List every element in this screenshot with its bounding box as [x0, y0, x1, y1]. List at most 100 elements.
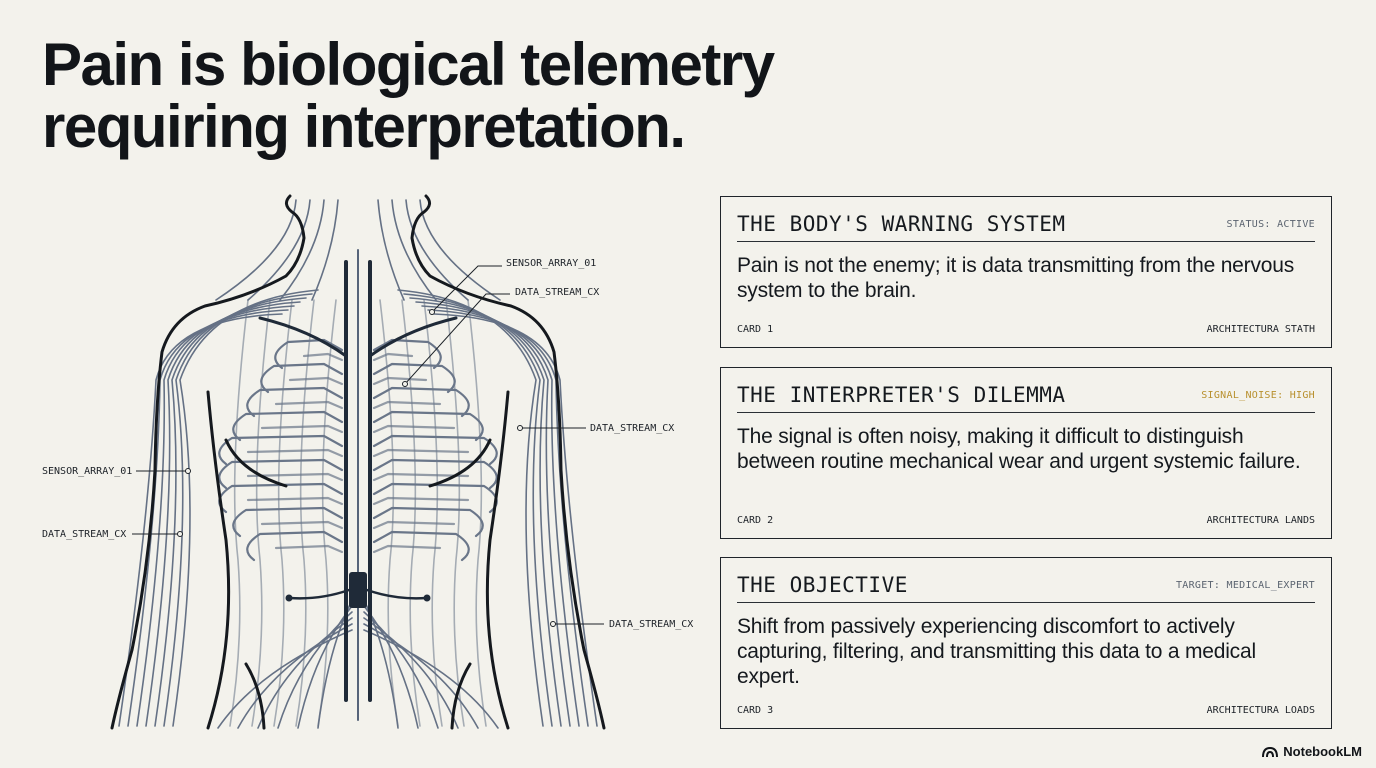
- card-body: Shift from passively experiencing discom…: [737, 615, 1256, 688]
- card-label: CARD 2: [737, 515, 774, 526]
- callout-label-5: DATA_STREAM_CX: [42, 529, 126, 540]
- card-footer-tag: ARCHITECTURA LOADS: [1206, 705, 1315, 716]
- arm-nerve: [415, 301, 571, 727]
- torso-nerve: [423, 299, 443, 727]
- torso-nerve: [467, 299, 487, 727]
- card-title: THE BODY'S WARNING SYSTEM: [737, 212, 1066, 236]
- neck-nerve: [419, 199, 501, 301]
- rib-inner: [260, 520, 344, 530]
- rib-inner: [372, 520, 456, 530]
- rib: [372, 434, 498, 466]
- card-body: Pain is not the enemy; it is data transm…: [737, 254, 1295, 302]
- arm-nerve: [118, 313, 283, 727]
- rib-inner: [372, 352, 414, 362]
- arm-nerve: [127, 309, 289, 727]
- rib-inner: [260, 424, 344, 434]
- nervous-system-figure: SENSOR_ARRAY_01 DATA_STREAM_CX DATA_STRE…: [0, 180, 710, 740]
- pelvic-nerve: [297, 605, 353, 729]
- card-footer-tag: ARCHITECTURA LANDS: [1206, 515, 1315, 526]
- pelvic-nerve: [363, 629, 499, 729]
- callout-label-3: DATA_STREAM_CX: [590, 423, 674, 434]
- card-label: CARD 3: [737, 705, 774, 716]
- callout-label-2: DATA_STREAM_CX: [515, 287, 599, 298]
- card-label: CARD 1: [737, 324, 774, 335]
- page-title: Pain is biological telemetry requiring i…: [42, 31, 775, 160]
- title-line-2: requiring interpretation.: [42, 93, 686, 160]
- torso-nerve: [401, 299, 421, 727]
- notebooklm-logo-icon: [1262, 746, 1279, 757]
- rib-inner: [372, 376, 428, 386]
- torso-nerve: [251, 299, 271, 727]
- card-footer: CARD 1 ARCHITECTURA STATH: [737, 324, 1315, 335]
- rib-inner: [246, 472, 344, 482]
- card-title: THE OBJECTIVE: [737, 573, 908, 597]
- body-outline: [110, 194, 606, 730]
- neck-nerve: [377, 199, 405, 301]
- status-badge: SIGNAL_NOISE: HIGH: [1201, 389, 1315, 401]
- rib: [232, 506, 344, 538]
- brand-watermark: NotebookLM: [1262, 744, 1362, 759]
- nerve-network: [118, 199, 598, 729]
- rib-inner: [372, 544, 442, 554]
- torso-nerve: [229, 299, 249, 727]
- callout-label-4: SENSOR_ARRAY_01: [42, 466, 132, 477]
- rib: [246, 530, 344, 562]
- rib: [218, 434, 344, 466]
- torso-nerve: [379, 299, 399, 727]
- card-body: The signal is often noisy, making it dif…: [737, 425, 1301, 473]
- arm-nerve: [433, 313, 598, 727]
- torso-nerve: [295, 299, 315, 727]
- card-objective: THE OBJECTIVE TARGET: MEDICAL_EXPERT Shi…: [720, 557, 1332, 729]
- torso-nerve: [317, 299, 337, 727]
- callout-label-1: SENSOR_ARRAY_01: [506, 258, 596, 269]
- neck-nerve: [215, 199, 297, 301]
- pelvic-nerve: [363, 605, 419, 729]
- pelvic-nerve: [257, 617, 353, 729]
- card-header: THE INTERPRETER'S DILEMMA SIGNAL_NOISE: …: [737, 378, 1315, 413]
- rib-inner: [288, 376, 344, 386]
- callouts: [132, 265, 604, 627]
- rib: [372, 458, 498, 490]
- rib-inner: [274, 544, 344, 554]
- arm-nerve: [421, 305, 580, 727]
- card-footer: CARD 2 ARCHITECTURA LANDS: [737, 515, 1315, 526]
- card-header: THE BODY'S WARNING SYSTEM STATUS: ACTIVE: [737, 207, 1315, 242]
- rib-inner: [372, 400, 442, 410]
- arm-nerve: [154, 297, 307, 727]
- rib-inner: [372, 424, 456, 434]
- rib: [372, 530, 470, 562]
- brand-name: NotebookLM: [1283, 744, 1362, 759]
- neck-nerve: [391, 199, 437, 301]
- rib-inner: [372, 496, 470, 506]
- rib-inner: [246, 448, 344, 458]
- status-badge: TARGET: MEDICAL_EXPERT: [1175, 579, 1315, 591]
- card-title: THE INTERPRETER'S DILEMMA: [737, 383, 1066, 407]
- rib-inner: [246, 496, 344, 506]
- pelvic-nerve: [237, 623, 353, 729]
- rib: [372, 506, 484, 538]
- arm-nerve: [427, 309, 589, 727]
- pelvic-nerve: [277, 611, 353, 729]
- pelvic-nerve: [363, 617, 459, 729]
- rib: [218, 458, 344, 490]
- pelvic-nerve: [363, 623, 479, 729]
- neck-nerve: [311, 199, 339, 301]
- arm-nerve: [136, 305, 295, 727]
- title-line-1: Pain is biological telemetry: [42, 31, 775, 98]
- torso-nerve: [445, 299, 465, 727]
- status-badge: STATUS: ACTIVE: [1226, 218, 1315, 230]
- card-warning-system: THE BODY'S WARNING SYSTEM STATUS: ACTIVE…: [720, 196, 1332, 348]
- card-header: THE OBJECTIVE TARGET: MEDICAL_EXPERT: [737, 568, 1315, 603]
- rib-inner: [372, 472, 470, 482]
- pelvic-nerve: [363, 611, 439, 729]
- neck-nerve: [279, 199, 325, 301]
- card-interpreters-dilemma: THE INTERPRETER'S DILEMMA SIGNAL_NOISE: …: [720, 367, 1332, 539]
- arm-nerve: [409, 297, 562, 727]
- body-illustration: SENSOR_ARRAY_01 DATA_STREAM_CX DATA_STRE…: [42, 194, 693, 730]
- card-footer: CARD 3 ARCHITECTURA LOADS: [737, 705, 1315, 716]
- rib-inner: [302, 352, 344, 362]
- torso-nerve: [273, 299, 293, 727]
- arm-nerve: [145, 301, 301, 727]
- callout-label-6: DATA_STREAM_CX: [609, 619, 693, 630]
- spinal-cord: [258, 249, 458, 721]
